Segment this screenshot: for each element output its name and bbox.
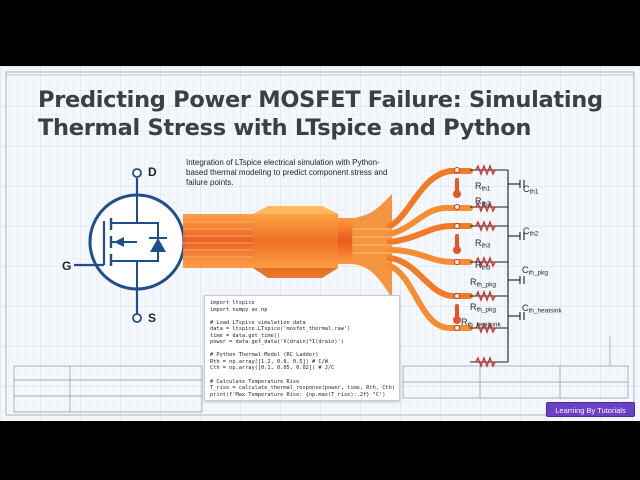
svg-text:Rth_heatsink: Rth_heatsink (461, 317, 501, 329)
r-label-prefix: R (475, 196, 482, 206)
code-line: Rth = np.array([1.2, 0.8, 0.5]) # C/W (210, 358, 328, 365)
r-label-5: th_pkg (477, 282, 497, 289)
code-line: # Python Thermal Model (RC Ladder) (210, 352, 319, 359)
c-label-prefix: C (523, 184, 530, 194)
svg-text:Rth1: Rth1 (475, 181, 491, 193)
r-label-1: th1 (482, 186, 491, 193)
heat-flow (183, 167, 473, 331)
r-label-7: th_heatsink (468, 322, 502, 329)
c-label-prefix: C (522, 303, 529, 313)
title-line-1: Predicting Power MOSFET Failure: Simulat… (38, 87, 603, 113)
r-label-prefix: R (470, 302, 477, 312)
code-line: import numpy as np (210, 306, 268, 313)
r-label-prefix: R (461, 317, 468, 327)
c-label-prefix: C (522, 265, 529, 275)
code-line: print(f'Max Temperature Rise: {np.max(T_… (210, 391, 386, 398)
c-label-prefix: C (523, 226, 530, 236)
r-label-prefix: R (475, 181, 482, 191)
drain-label: D (148, 165, 157, 179)
code-line: power = data.get_data('V(drain)*I(drain)… (210, 339, 344, 346)
mosfet-symbol (74, 168, 186, 323)
svg-text:Cth2: Cth2 (523, 226, 539, 238)
r-label-4: th3 (482, 265, 491, 272)
capacitor-labels: Cth1 Cth2 Cth_pkg Cth_heatsink (522, 184, 562, 315)
code-line: import ltspice (210, 300, 255, 306)
code-line: Cth = np.array([0.1, 0.05, 0.02]) # J/C (210, 365, 335, 372)
svg-text:Rth2: Rth2 (475, 196, 491, 208)
r-label-prefix: R (470, 277, 477, 287)
code-line: time = data.get_time() (210, 332, 281, 339)
c-label-3: th_pkg (529, 270, 549, 277)
page-title: Predicting Power MOSFET Failure: Simulat… (38, 86, 608, 142)
svg-text:Rth3: Rth3 (475, 238, 491, 250)
r-label-2: th2 (482, 201, 491, 208)
svg-text:Cth1: Cth1 (523, 184, 539, 196)
channel-badge[interactable]: Learning By Tutorials (546, 402, 635, 417)
svg-text:Rth3: Rth3 (475, 260, 491, 272)
code-line: # Load LTspice simulation data (210, 319, 306, 326)
source-label: S (148, 311, 156, 325)
r-label-prefix: R (475, 238, 482, 248)
thermal-diagram: D G S (62, 164, 562, 368)
svg-text:Cth_heatsink: Cth_heatsink (522, 303, 562, 315)
r-label-prefix: R (475, 260, 482, 270)
gate-label: G (62, 259, 71, 273)
code-line: T_rise = calculate_thermal_response(powe… (210, 385, 395, 392)
r-label-3: th3 (482, 243, 491, 250)
resistor-labels: Rth1 Rth2 Rth3 Rth3 Rth_pkg Rth_pkg Rth_… (461, 181, 501, 329)
c-label-2: th2 (530, 231, 539, 238)
code-line: # Calculate Temperature Rise (210, 378, 300, 385)
svg-text:Rth_pkg: Rth_pkg (470, 277, 496, 289)
title-line-2: Thermal Stress with LTspice and Python (38, 115, 532, 141)
c-label-4: th_heatsink (529, 308, 563, 315)
rc-ladder-network (470, 164, 525, 368)
c-label-1: th1 (530, 189, 539, 196)
diagram-description: Integration of LTspice electrical simula… (186, 158, 388, 187)
svg-text:Rth_pkg: Rth_pkg (470, 302, 496, 314)
r-label-6: th_pkg (477, 307, 497, 314)
code-line: data = ltspice.LTspice('mosfet_thermal.r… (210, 326, 351, 333)
svg-text:Cth_pkg: Cth_pkg (522, 265, 548, 277)
slide: Predicting Power MOSFET Failure: Simulat… (0, 66, 640, 421)
